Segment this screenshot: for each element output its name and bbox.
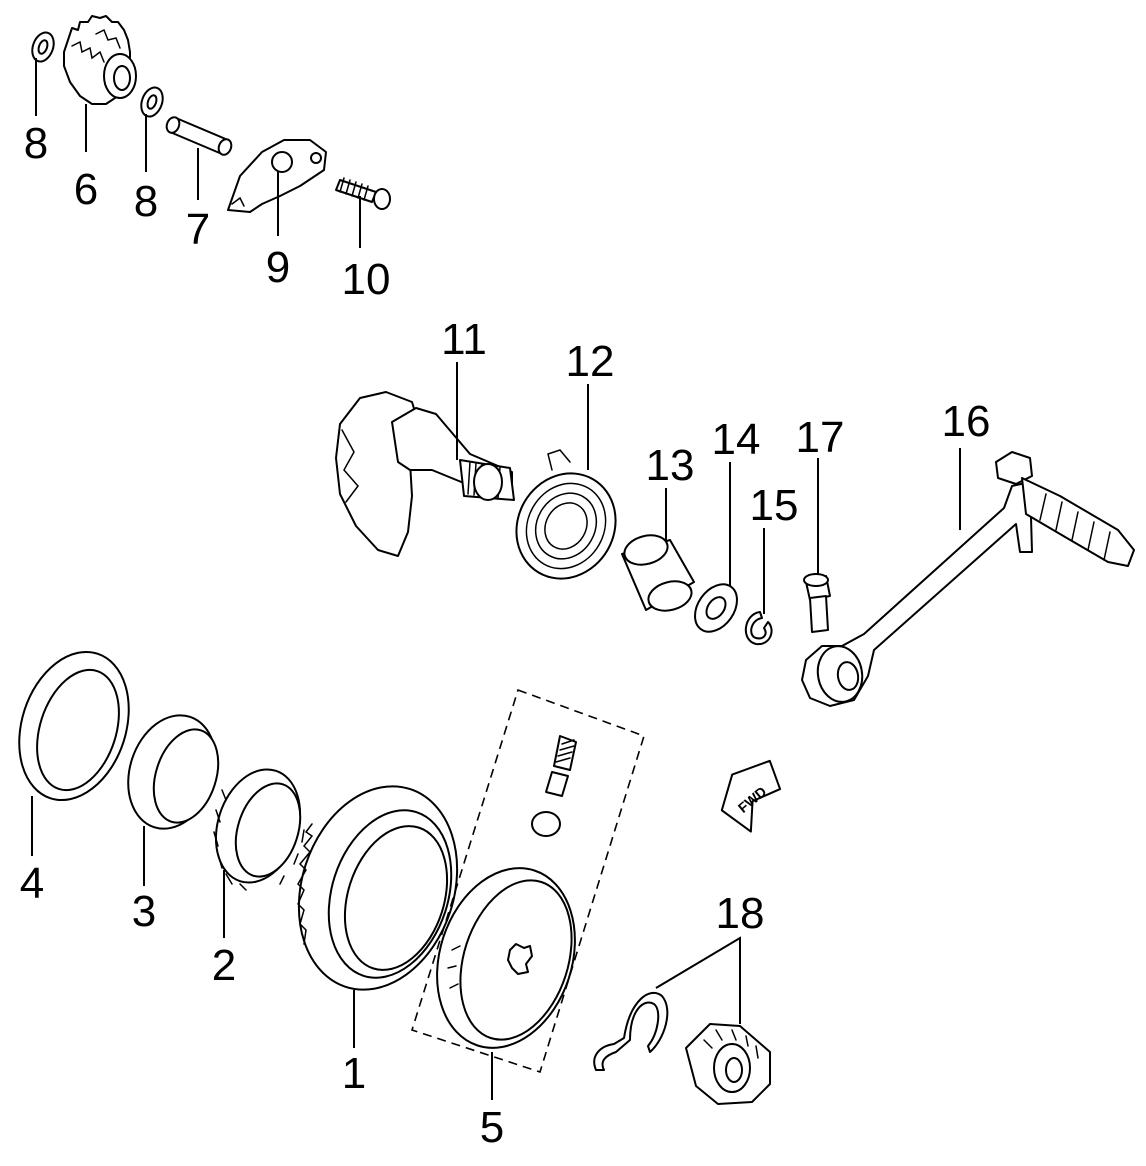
leader-lines [31, 58, 961, 1100]
kick-shaft-11 [335, 391, 515, 557]
callout-3: 3 [132, 887, 156, 936]
callout-labels: 8 6 8 7 9 10 11 12 13 14 15 16 17 4 3 2 … [20, 119, 991, 1152]
callout-17: 17 [796, 413, 845, 462]
callout-18: 18 [716, 889, 765, 938]
gear-6 [63, 15, 137, 105]
needle-bearing-2 [213, 768, 305, 891]
callout-10: 10 [342, 255, 391, 304]
washer-8-right [140, 86, 164, 118]
pin-7 [165, 116, 233, 156]
clip-and-gear-18 [593, 991, 771, 1105]
callout-14: 14 [712, 415, 761, 464]
callout-7: 7 [186, 205, 210, 254]
washer-8-left [31, 31, 55, 63]
callout-9: 9 [266, 243, 290, 292]
spring-12 [515, 449, 617, 580]
callout-16: 16 [942, 397, 991, 446]
callout-13: 13 [646, 441, 695, 490]
washer-14 [694, 583, 738, 633]
callout-15: 15 [750, 481, 799, 530]
forward-direction-arrow: FWD [720, 759, 782, 833]
ring-gear-1 [297, 785, 459, 991]
callout-5: 5 [480, 1103, 504, 1152]
callout-4: 4 [20, 859, 44, 908]
circlip-15 [745, 611, 773, 646]
kick-lever-16 [801, 451, 1135, 707]
screw-10 [335, 177, 391, 210]
clutch-assembly-5 [411, 688, 645, 1074]
callout-8-left: 8 [24, 119, 48, 168]
callout-8-right: 8 [134, 177, 158, 226]
callout-2: 2 [212, 941, 236, 990]
callout-12: 12 [566, 337, 615, 386]
callout-1: 1 [342, 1049, 366, 1098]
callout-6: 6 [74, 165, 98, 214]
collar-13 [621, 534, 695, 612]
bolt-17 [803, 573, 831, 633]
callout-11: 11 [441, 315, 487, 364]
bushing-3 [127, 714, 220, 830]
oil-seal-4 [18, 650, 130, 802]
